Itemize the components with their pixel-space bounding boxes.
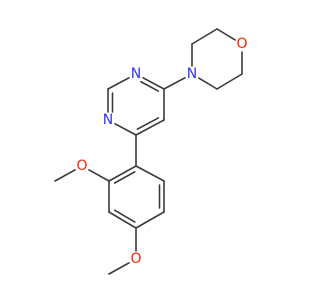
- bond-Cm3-Cm4: [216, 73, 243, 90]
- bond-C6p-C5p-double: [136, 117, 160, 130]
- bond-Ca1-Ca2: [108, 165, 137, 182]
- bond-C4p-N_pyr_top: [142, 76, 165, 90]
- bond-N_pyr_top-C2p: [107, 76, 130, 90]
- bond-Ca3-Ca4-double: [113, 209, 136, 223]
- molecule-canvas: O N N N O O: [54, 28, 248, 275]
- atom-O_methoxy_2: O: [76, 158, 87, 174]
- atom-label-O_morph: O: [236, 36, 247, 52]
- bond-layer: [54, 28, 243, 275]
- bond-N_morph-C4p: [163, 76, 186, 90]
- atom-label-O_methoxy_4: O: [130, 251, 141, 267]
- bond-N_pyr_left-C6p: [114, 122, 137, 136]
- atom-layer: O N N N O O: [76, 36, 247, 267]
- atom-label-O_methoxy_2: O: [76, 158, 87, 174]
- atom-N_morph: N: [187, 66, 197, 82]
- atom-label-N_pyr_left: N: [103, 112, 113, 128]
- bond-O_methoxy_4-CH3_4: [108, 262, 130, 275]
- bond-Ca3-Ca4: [108, 211, 137, 229]
- bond-O_methoxy_2-CH3_2: [54, 169, 76, 182]
- atom-N_pyr_left: N: [103, 112, 113, 128]
- bond-Cm1-Cm2: [191, 28, 218, 45]
- bond-Ca4-Ca5: [135, 211, 165, 229]
- molecule-structure: O N N N O O: [54, 28, 248, 275]
- bond-Ca6-Ca1: [135, 165, 165, 182]
- atom-O_methoxy_4: O: [130, 251, 141, 267]
- atom-label-N_morph: N: [187, 66, 197, 82]
- bond-N_morph-Cm3: [198, 77, 218, 90]
- bond-Ca1-Ca2-double: [113, 171, 136, 184]
- bond-O_morph-Cm1: [216, 28, 236, 41]
- atom-N_pyr_top: N: [131, 66, 141, 82]
- bond-C6p-C5p: [135, 119, 165, 136]
- atom-O_morph: O: [236, 36, 247, 52]
- bond-C4p-N_pyr_top-double: [140, 80, 160, 92]
- bond-Ca2-O_methoxy_2: [88, 169, 110, 182]
- atom-label-N_pyr_top: N: [131, 66, 141, 82]
